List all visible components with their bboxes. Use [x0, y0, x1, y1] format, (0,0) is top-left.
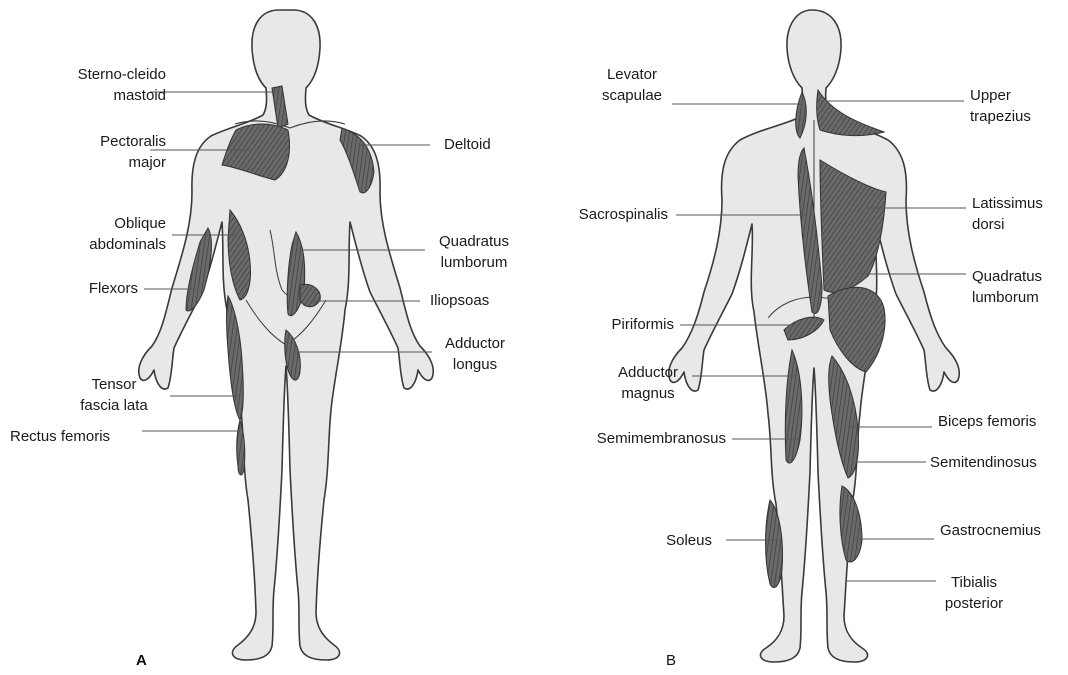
- posterior-figure: [669, 10, 960, 662]
- upper-trapezius-muscle: [817, 90, 884, 136]
- label-pectoralis-major: Pectoralis major: [20, 131, 166, 173]
- label-line: posterior: [934, 593, 1014, 614]
- label-quadratus-lumborum-posterior: Quadratus lumborum: [972, 266, 1064, 308]
- label-piriformis: Piriformis: [560, 314, 674, 335]
- label-rectus-femoris: Rectus femoris: [10, 426, 150, 447]
- label-tensor-fascia-lata: Tensor fascia lata: [54, 374, 174, 416]
- label-line: dorsi: [972, 214, 1062, 235]
- label-line: trapezius: [970, 106, 1060, 127]
- label-biceps-femoris: Biceps femoris: [938, 411, 1062, 432]
- label-gastrocnemius: Gastrocnemius: [940, 520, 1064, 541]
- label-line: Levator: [584, 64, 680, 85]
- label-line: Piriformis: [560, 314, 674, 335]
- anterior-figure: [139, 10, 434, 660]
- label-adductor-magnus: Adductor magnus: [602, 362, 694, 404]
- label-line: Quadratus: [972, 266, 1064, 287]
- label-sacrospinalis: Sacrospinalis: [550, 204, 668, 225]
- label-line: Gastrocnemius: [940, 520, 1064, 541]
- label-semitendinosus: Semitendinosus: [930, 452, 1062, 473]
- label-line: Pectoralis: [20, 131, 166, 152]
- label-tibialis-posterior: Tibialis posterior: [934, 572, 1014, 614]
- label-line: Semitendinosus: [930, 452, 1062, 473]
- panel-label-b: B: [666, 652, 676, 669]
- label-quadratus-lumborum-anterior: Quadratus lumborum: [424, 231, 524, 273]
- label-line: lumborum: [972, 287, 1064, 308]
- label-oblique-abdominals: Oblique abdominals: [20, 213, 166, 255]
- label-line: Rectus femoris: [10, 426, 150, 447]
- label-line: Upper: [970, 85, 1060, 106]
- label-line: Tensor: [54, 374, 174, 395]
- label-line: Tibialis: [934, 572, 1014, 593]
- label-line: scapulae: [584, 85, 680, 106]
- label-line: Sterno-cleido: [20, 64, 166, 85]
- posterior-body-outline: [669, 10, 960, 662]
- label-iliopsoas: Iliopsoas: [430, 290, 520, 311]
- label-latissimus-dorsi: Latissimus dorsi: [972, 193, 1062, 235]
- label-line: Quadratus: [424, 231, 524, 252]
- label-line: Adductor: [602, 362, 694, 383]
- label-line: Oblique: [20, 213, 166, 234]
- label-adductor-longus: Adductor longus: [432, 333, 518, 375]
- label-sterno-cleido-mastoid: Sterno-cleido mastoid: [20, 64, 166, 106]
- label-line: Flexors: [20, 278, 138, 299]
- label-line: fascia lata: [54, 395, 174, 416]
- label-line: Deltoid: [444, 134, 524, 155]
- label-line: Semimembranosus: [556, 428, 726, 449]
- label-line: major: [20, 152, 166, 173]
- label-line: lumborum: [424, 252, 524, 273]
- label-deltoid: Deltoid: [444, 134, 524, 155]
- label-line: Iliopsoas: [430, 290, 520, 311]
- label-line: mastoid: [20, 85, 166, 106]
- label-flexors: Flexors: [20, 278, 138, 299]
- label-soleus: Soleus: [620, 530, 712, 551]
- label-line: Sacrospinalis: [550, 204, 668, 225]
- gastrocnemius-muscle: [840, 486, 862, 562]
- label-semimembranosus: Semimembranosus: [556, 428, 726, 449]
- label-levator-scapulae: Levator scapulae: [584, 64, 680, 106]
- label-upper-trapezius: Upper trapezius: [970, 85, 1060, 127]
- label-line: longus: [432, 354, 518, 375]
- label-line: abdominals: [20, 234, 166, 255]
- label-line: Soleus: [620, 530, 712, 551]
- label-line: magnus: [602, 383, 694, 404]
- label-line: Adductor: [432, 333, 518, 354]
- label-line: Biceps femoris: [938, 411, 1062, 432]
- label-line: Latissimus: [972, 193, 1062, 214]
- panel-label-a: A: [136, 652, 147, 669]
